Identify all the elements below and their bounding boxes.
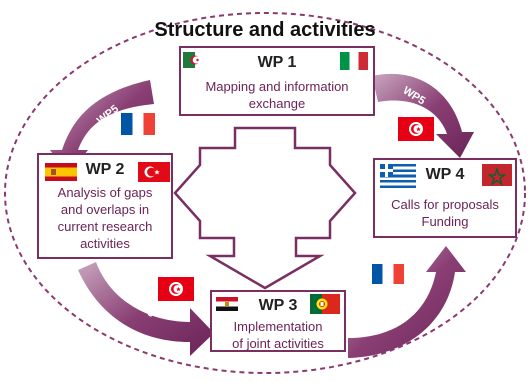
- wp2-desc-line-2: and overlaps in: [60, 202, 150, 217]
- tunisia-flag-icon: [158, 277, 194, 301]
- tunisia-flag-icon: [398, 117, 434, 141]
- wp4-title: WP 4: [425, 166, 465, 183]
- egypt-flag-icon: [216, 297, 238, 311]
- france-flag-icon: [121, 113, 155, 135]
- wp2-desc-line-4: activities: [80, 236, 130, 251]
- wp4-description: Calls for proposals Funding: [375, 196, 515, 230]
- wp3-description: Implementation of joint activities: [212, 318, 344, 352]
- wp3-desc-line-1: Implementation: [233, 319, 323, 334]
- wp5-loop-arrow-4: [348, 246, 466, 358]
- wp1-desc-line-2: exchange: [248, 96, 306, 111]
- morocco-flag-icon: [482, 164, 512, 186]
- wp3-desc-line-2: of joint activities: [232, 336, 324, 351]
- wp2-desc-line-3: current research: [57, 219, 153, 234]
- wp4-desc-line-2: Funding: [421, 214, 469, 229]
- wp2-title: WP 2: [85, 161, 125, 178]
- wp1-title: WP 1: [257, 54, 297, 71]
- wp1-box: WP 1 Mapping and information exchange: [179, 46, 375, 116]
- outer-dashed-ellipse: [4, 12, 526, 374]
- algeria-flag-icon: [183, 52, 207, 68]
- wp5-loop-arrow-2: [372, 73, 474, 158]
- france-flag-icon: [372, 264, 404, 284]
- wp1-description: Mapping and information exchange: [181, 78, 373, 112]
- spain-flag-icon: [45, 163, 77, 181]
- diagram-title: Structure and activities: [154, 19, 376, 41]
- wp5-loop-arrow-1: [50, 80, 154, 175]
- wp2-desc-line-1: Analysis of gaps: [57, 185, 153, 200]
- turkey-flag-icon: [138, 162, 170, 182]
- central-cross-arrow: [173, 126, 357, 290]
- wp2-description: Analysis of gaps and overlaps in current…: [39, 184, 171, 252]
- wp1-desc-line-1: Mapping and information: [205, 79, 349, 94]
- italy-flag-icon: [340, 52, 368, 70]
- portugal-flag-icon: [310, 294, 340, 314]
- greece-flag-icon: [380, 164, 416, 188]
- wp3-title: WP 3: [258, 297, 298, 314]
- wp5-loop-arrow-3: [78, 262, 214, 356]
- wp4-desc-line-1: Calls for proposals: [391, 197, 499, 212]
